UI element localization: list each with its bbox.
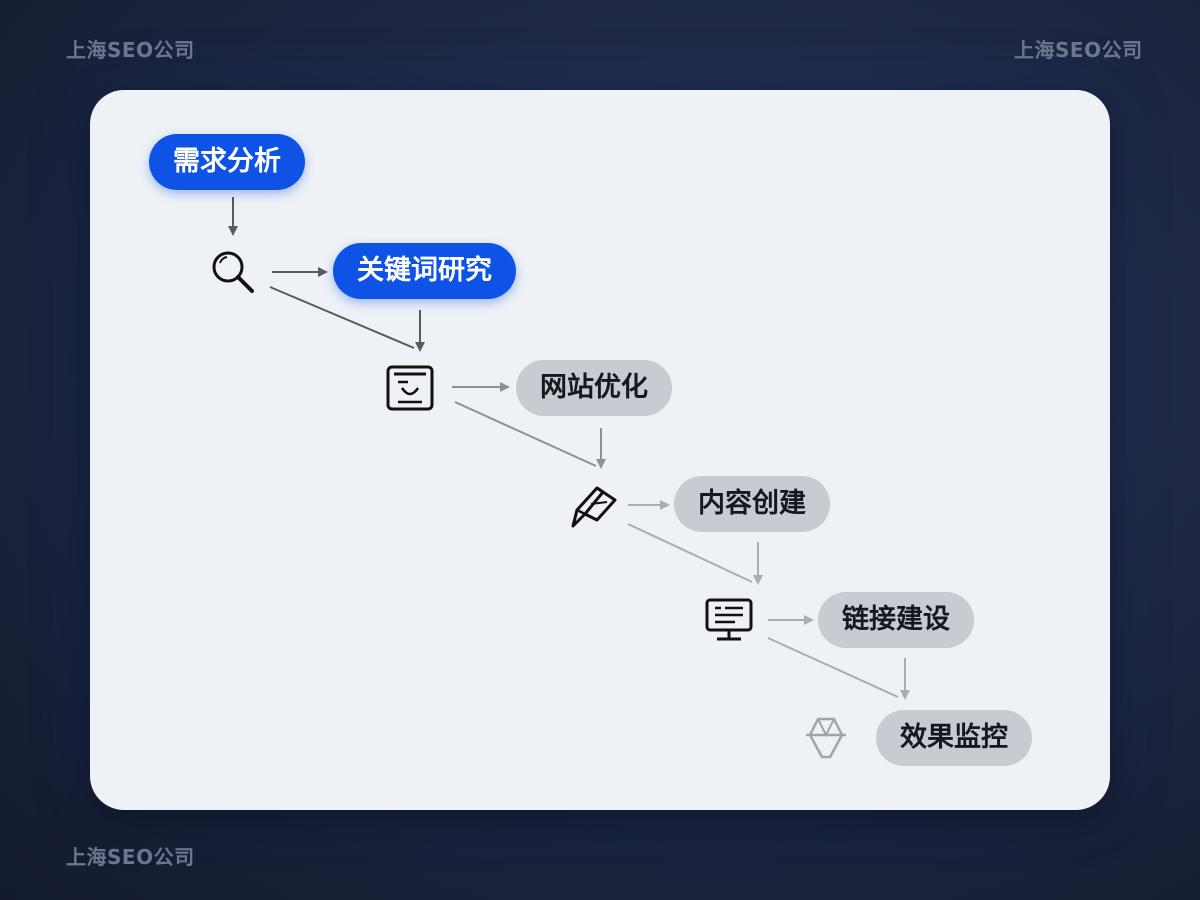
step-link-building: 链接建设 [818,592,974,648]
arrow-3-diag [454,401,597,467]
watermark-bottom-left: 上海SEO公司 [66,845,195,869]
arrow-4-diag [627,523,753,583]
diamond-icon [806,717,846,759]
watermark-top-right: 上海SEO公司 [1014,38,1143,62]
step-keyword-research: 关键词研究 [333,243,516,299]
arrow-2-diag [269,286,415,349]
step-site-optimization: 网站优化 [516,360,672,416]
monitor-icon [705,598,753,641]
step-performance-monitoring: 效果监控 [876,710,1032,766]
step-requirements-analysis: 需求分析 [149,134,305,190]
arrow-5-diag [767,637,899,698]
pencil-icon [571,486,617,528]
document-icon [386,365,434,411]
step-content-creation: 内容创建 [674,476,830,532]
search-icon [212,251,254,293]
watermark-top-left: 上海SEO公司 [66,38,195,62]
